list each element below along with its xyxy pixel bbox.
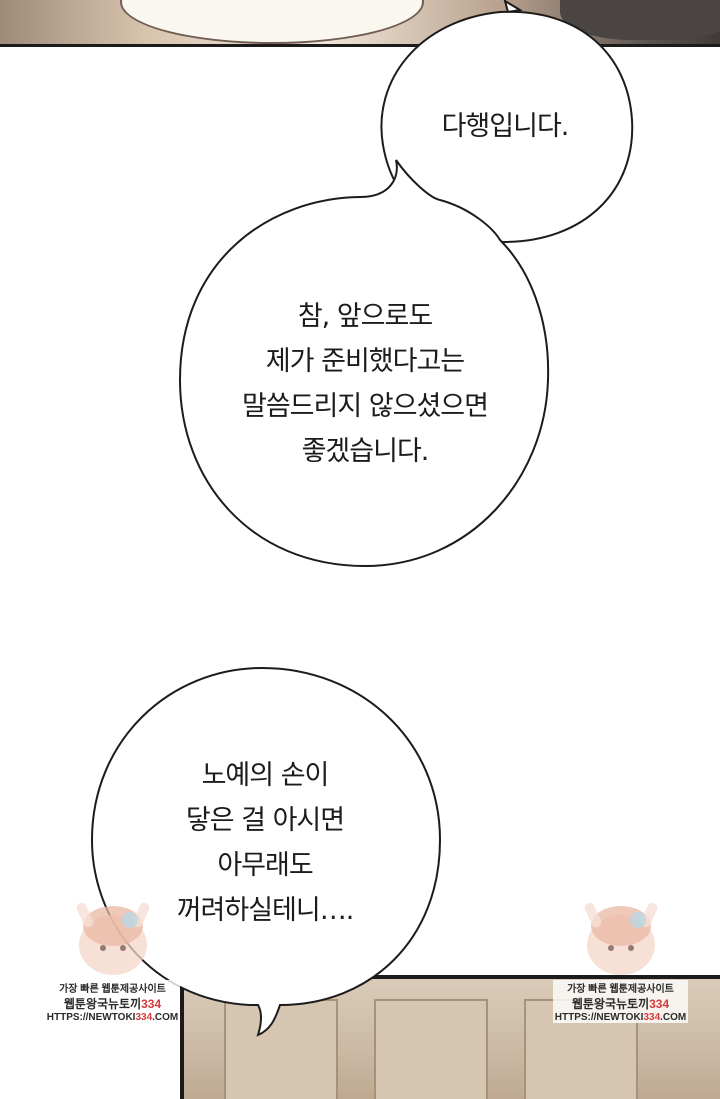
watermark-url-suffix: .COM [152,1012,179,1023]
watermark-site-name: 웹툰왕국뉴토끼 [63,997,142,1011]
watermark-url: HTTPS://NEWTOKI [554,1012,644,1023]
watermark-number: 334 [649,997,670,1011]
watermark-url: HTTPS://NEWTOKI [46,1012,136,1023]
speech-bubble-3 [90,666,442,1037]
bubble-2-text: 참, 앞으로도 제가 준비했다고는 말씀드리지 않으셨으면 좋겠습니다. [242,301,489,467]
watermark-left: 가장 빠른 웹툰제공사이트 웹툰왕국뉴토끼334 HTTPS://NEWTOKI… [45,890,180,1023]
watermark-right: 가장 빠른 웹툰제공사이트 웹툰왕국뉴토끼334 HTTPS://NEWTOKI… [553,890,688,1023]
speech-bubble-1 [380,0,634,244]
bubble-3-text: 노예의 손이 닿은 걸 아시면 아무래도 꺼려하실테니…. [176,760,355,926]
watermark-url-suffix: .COM [660,1012,687,1023]
watermark-number: 334 [141,997,162,1011]
watermark-url-number: 334 [135,1012,153,1023]
watermark-line3: HTTPS://NEWTOKI334.COM [553,1012,688,1023]
watermark-url-number: 334 [643,1012,661,1023]
top-art-panel [0,0,720,47]
watermark-line3: HTTPS://NEWTOKI334.COM [45,1012,180,1023]
speech-bubble-2 [178,159,550,568]
watermark-line2: 웹툰왕국뉴토끼334 [553,995,688,1012]
watermark-site-name: 웹툰왕국뉴토끼 [571,997,650,1011]
watermark-line1: 가장 빠른 웹툰제공사이트 [45,980,180,995]
watermark-line2: 웹툰왕국뉴토끼334 [45,995,180,1012]
watermark-line1: 가장 빠른 웹툰제공사이트 [553,980,688,995]
mascot-icon [58,890,168,980]
mascot-icon [566,890,676,980]
bubble-1-text: 다행입니다. [441,111,570,142]
